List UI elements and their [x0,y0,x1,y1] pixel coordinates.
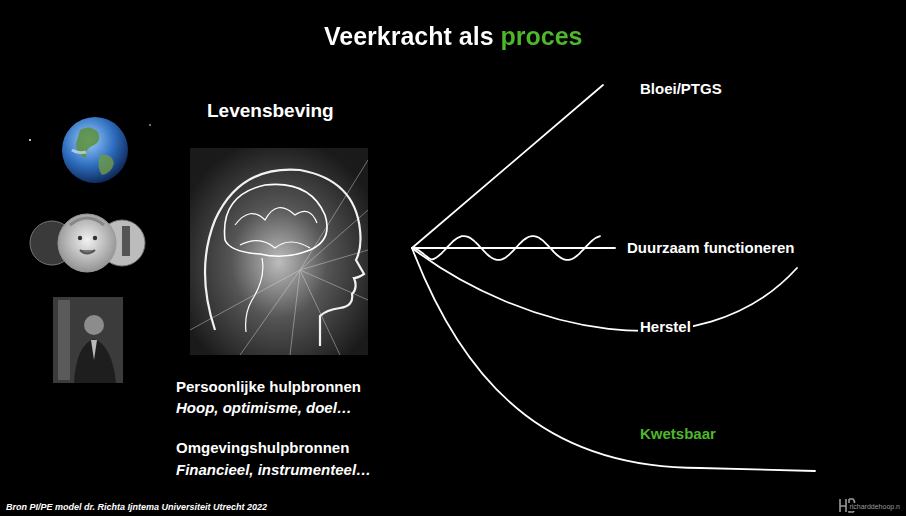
vulnerable-curve [412,248,815,471]
earth-cloud [72,150,86,153]
bloom-line [412,85,603,248]
watermark: richarddehoop.n [847,503,902,511]
outcome-label: Bloei/PTGS [638,80,724,97]
outcome-label: Herstel [638,318,693,335]
photo-frame [53,297,123,383]
slide-title: Veerkracht als proces [322,22,585,51]
source-caption: Bron PI/PE model dr. Richta Ijntema Univ… [4,502,269,512]
man-body [74,339,116,383]
resource-heading: Persoonlijke hulpbronnen [174,378,363,395]
outcome-label: Duurzaam functioneren [625,239,797,256]
baby-eye [93,236,97,240]
man-shirt [91,340,97,360]
baby-face-photo [58,214,116,272]
outcome-lines [412,85,815,471]
baby-mouth [80,250,95,254]
baby-hair [70,218,104,225]
resource-examples: Hoop, optimisme, doel… [174,399,354,416]
baby-photos [30,214,145,272]
earth-land [98,155,114,175]
brain-picture [190,148,368,355]
photo-background [58,300,70,380]
light-rays [190,160,368,355]
recovery-curve [412,248,797,331]
resource-heading: Omgevingshulpbronnen [174,439,351,456]
brain-folds [235,208,317,332]
man-photo [53,297,123,383]
outcome-label: Kwetsbaar [638,425,718,442]
man-head [84,315,104,335]
brain-outline [225,184,328,256]
picture-ground [190,148,368,355]
event-label: Levensbeving [205,100,336,122]
head-outline [205,170,364,346]
earth-globe [62,117,128,183]
resource-examples: Financieel, instrumenteel… [174,461,373,478]
earth-picture [62,117,128,183]
baby-eye [78,236,82,240]
star [29,139,31,141]
wavy-line [412,236,600,260]
star [149,124,151,126]
photo-figure [122,226,130,256]
